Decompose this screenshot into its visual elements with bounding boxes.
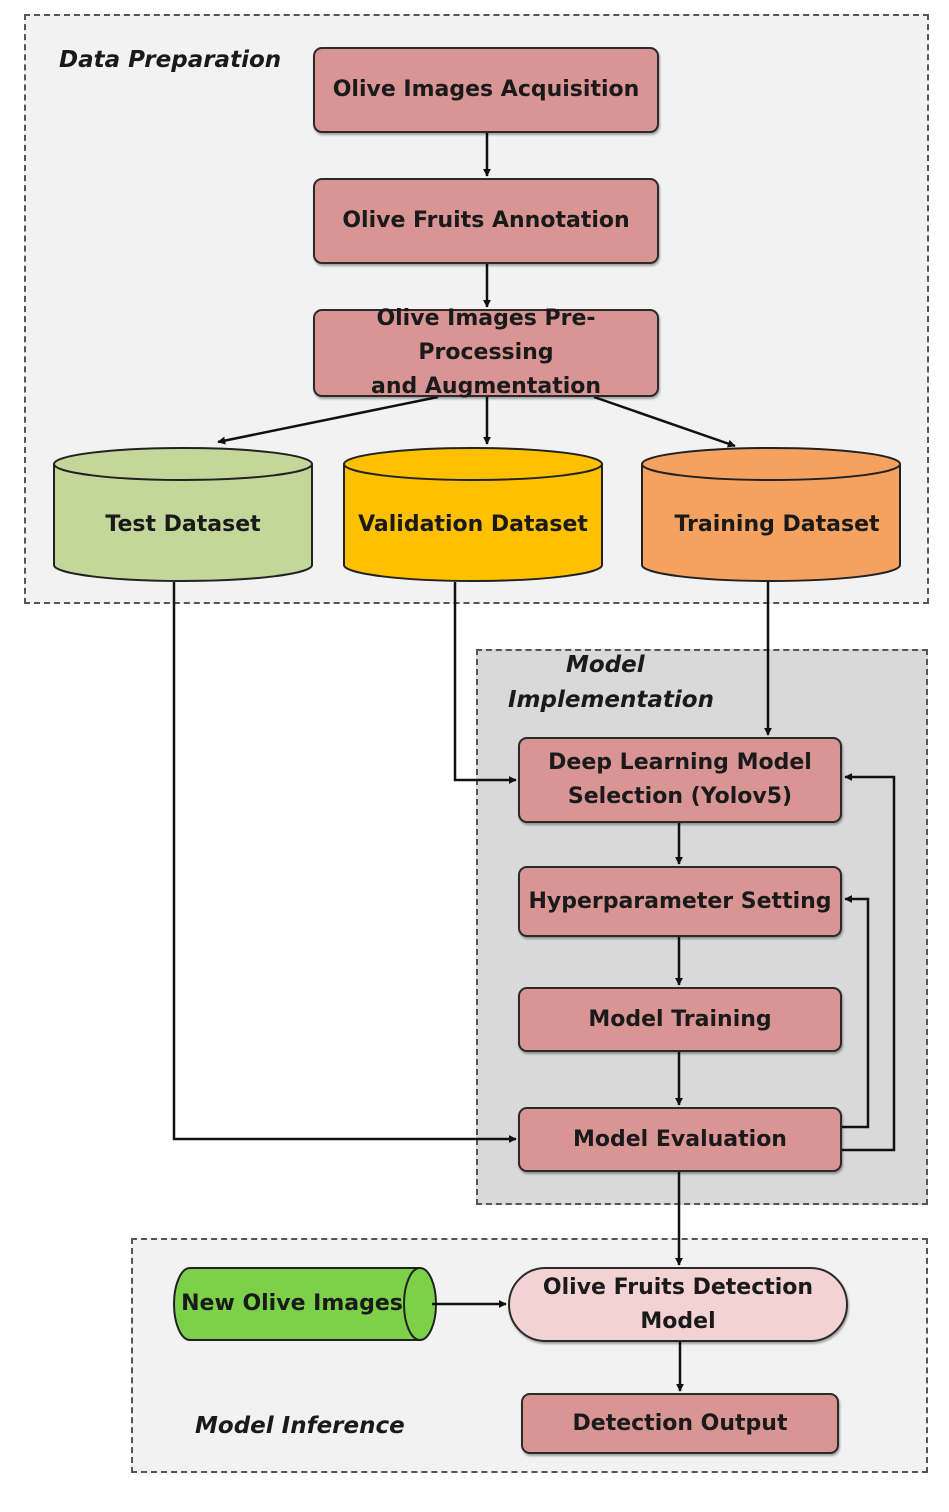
model-selection-box: Deep Learning Model Selection (Yolov5) (518, 737, 842, 823)
detection-model-label-line2: Model (640, 1308, 716, 1334)
feedback-evaluation-to-hyperparameter (842, 895, 870, 1129)
model-implementation-title-line1: Model (566, 652, 645, 678)
validation-dataset-label: Validation Dataset (358, 512, 588, 537)
preprocessing-label-line2: and Augmentation (370, 374, 602, 399)
acquisition-label: Olive Images Acquisition (332, 77, 640, 102)
arrow-preprocessing-to-test (217, 395, 439, 445)
detection-output-box: Detection Output (521, 1393, 839, 1454)
model-evaluation-label: Model Evaluation (573, 1126, 787, 1152)
model-implementation-title-line2: Implementation (508, 687, 714, 713)
detection-model-terminal: Olive Fruits Detection Model (508, 1267, 848, 1342)
model-training-label: Model Training (588, 1006, 772, 1032)
annotation-label: Olive Fruits Annotation (342, 208, 630, 233)
preprocessing-label-line1: Olive Images Pre-Processing (376, 306, 596, 365)
feedback-evaluation-to-selection (842, 773, 896, 1152)
data-preparation-title: Data Preparation (59, 47, 282, 73)
acquisition-box: Olive Images Acquisition (313, 47, 659, 133)
arrow-test-to-evaluation (172, 582, 517, 1143)
training-dataset-cylinder (641, 447, 901, 582)
hyperparameter-label: Hyperparameter Setting (528, 888, 832, 914)
detection-output-label: Detection Output (572, 1410, 788, 1436)
annotation-box: Olive Fruits Annotation (313, 178, 659, 264)
model-evaluation-box: Model Evaluation (518, 1107, 842, 1172)
training-dataset-label: Training Dataset (674, 512, 880, 537)
new-olive-images-label: New Olive Images (181, 1291, 403, 1316)
model-inference-title: Model Inference (195, 1413, 405, 1439)
validation-dataset-cylinder (343, 447, 603, 582)
hyperparameter-box: Hyperparameter Setting (518, 866, 842, 937)
detection-model-label-line1: Olive Fruits Detection (542, 1274, 814, 1300)
preprocessing-box: Olive Images Pre-Processing and Augmenta… (313, 306, 659, 399)
new-olive-images-cylinder (173, 1267, 437, 1341)
arrow-validation-to-model-selection (453, 582, 517, 784)
arrow-preprocessing-to-training (593, 395, 736, 448)
model-selection-label-line1: Deep Learning Model (548, 750, 812, 775)
model-selection-label-line2: Selection (Yolov5) (567, 784, 793, 809)
model-training-box: Model Training (518, 987, 842, 1052)
test-dataset-cylinder (53, 447, 313, 582)
test-dataset-label: Test Dataset (105, 512, 261, 537)
